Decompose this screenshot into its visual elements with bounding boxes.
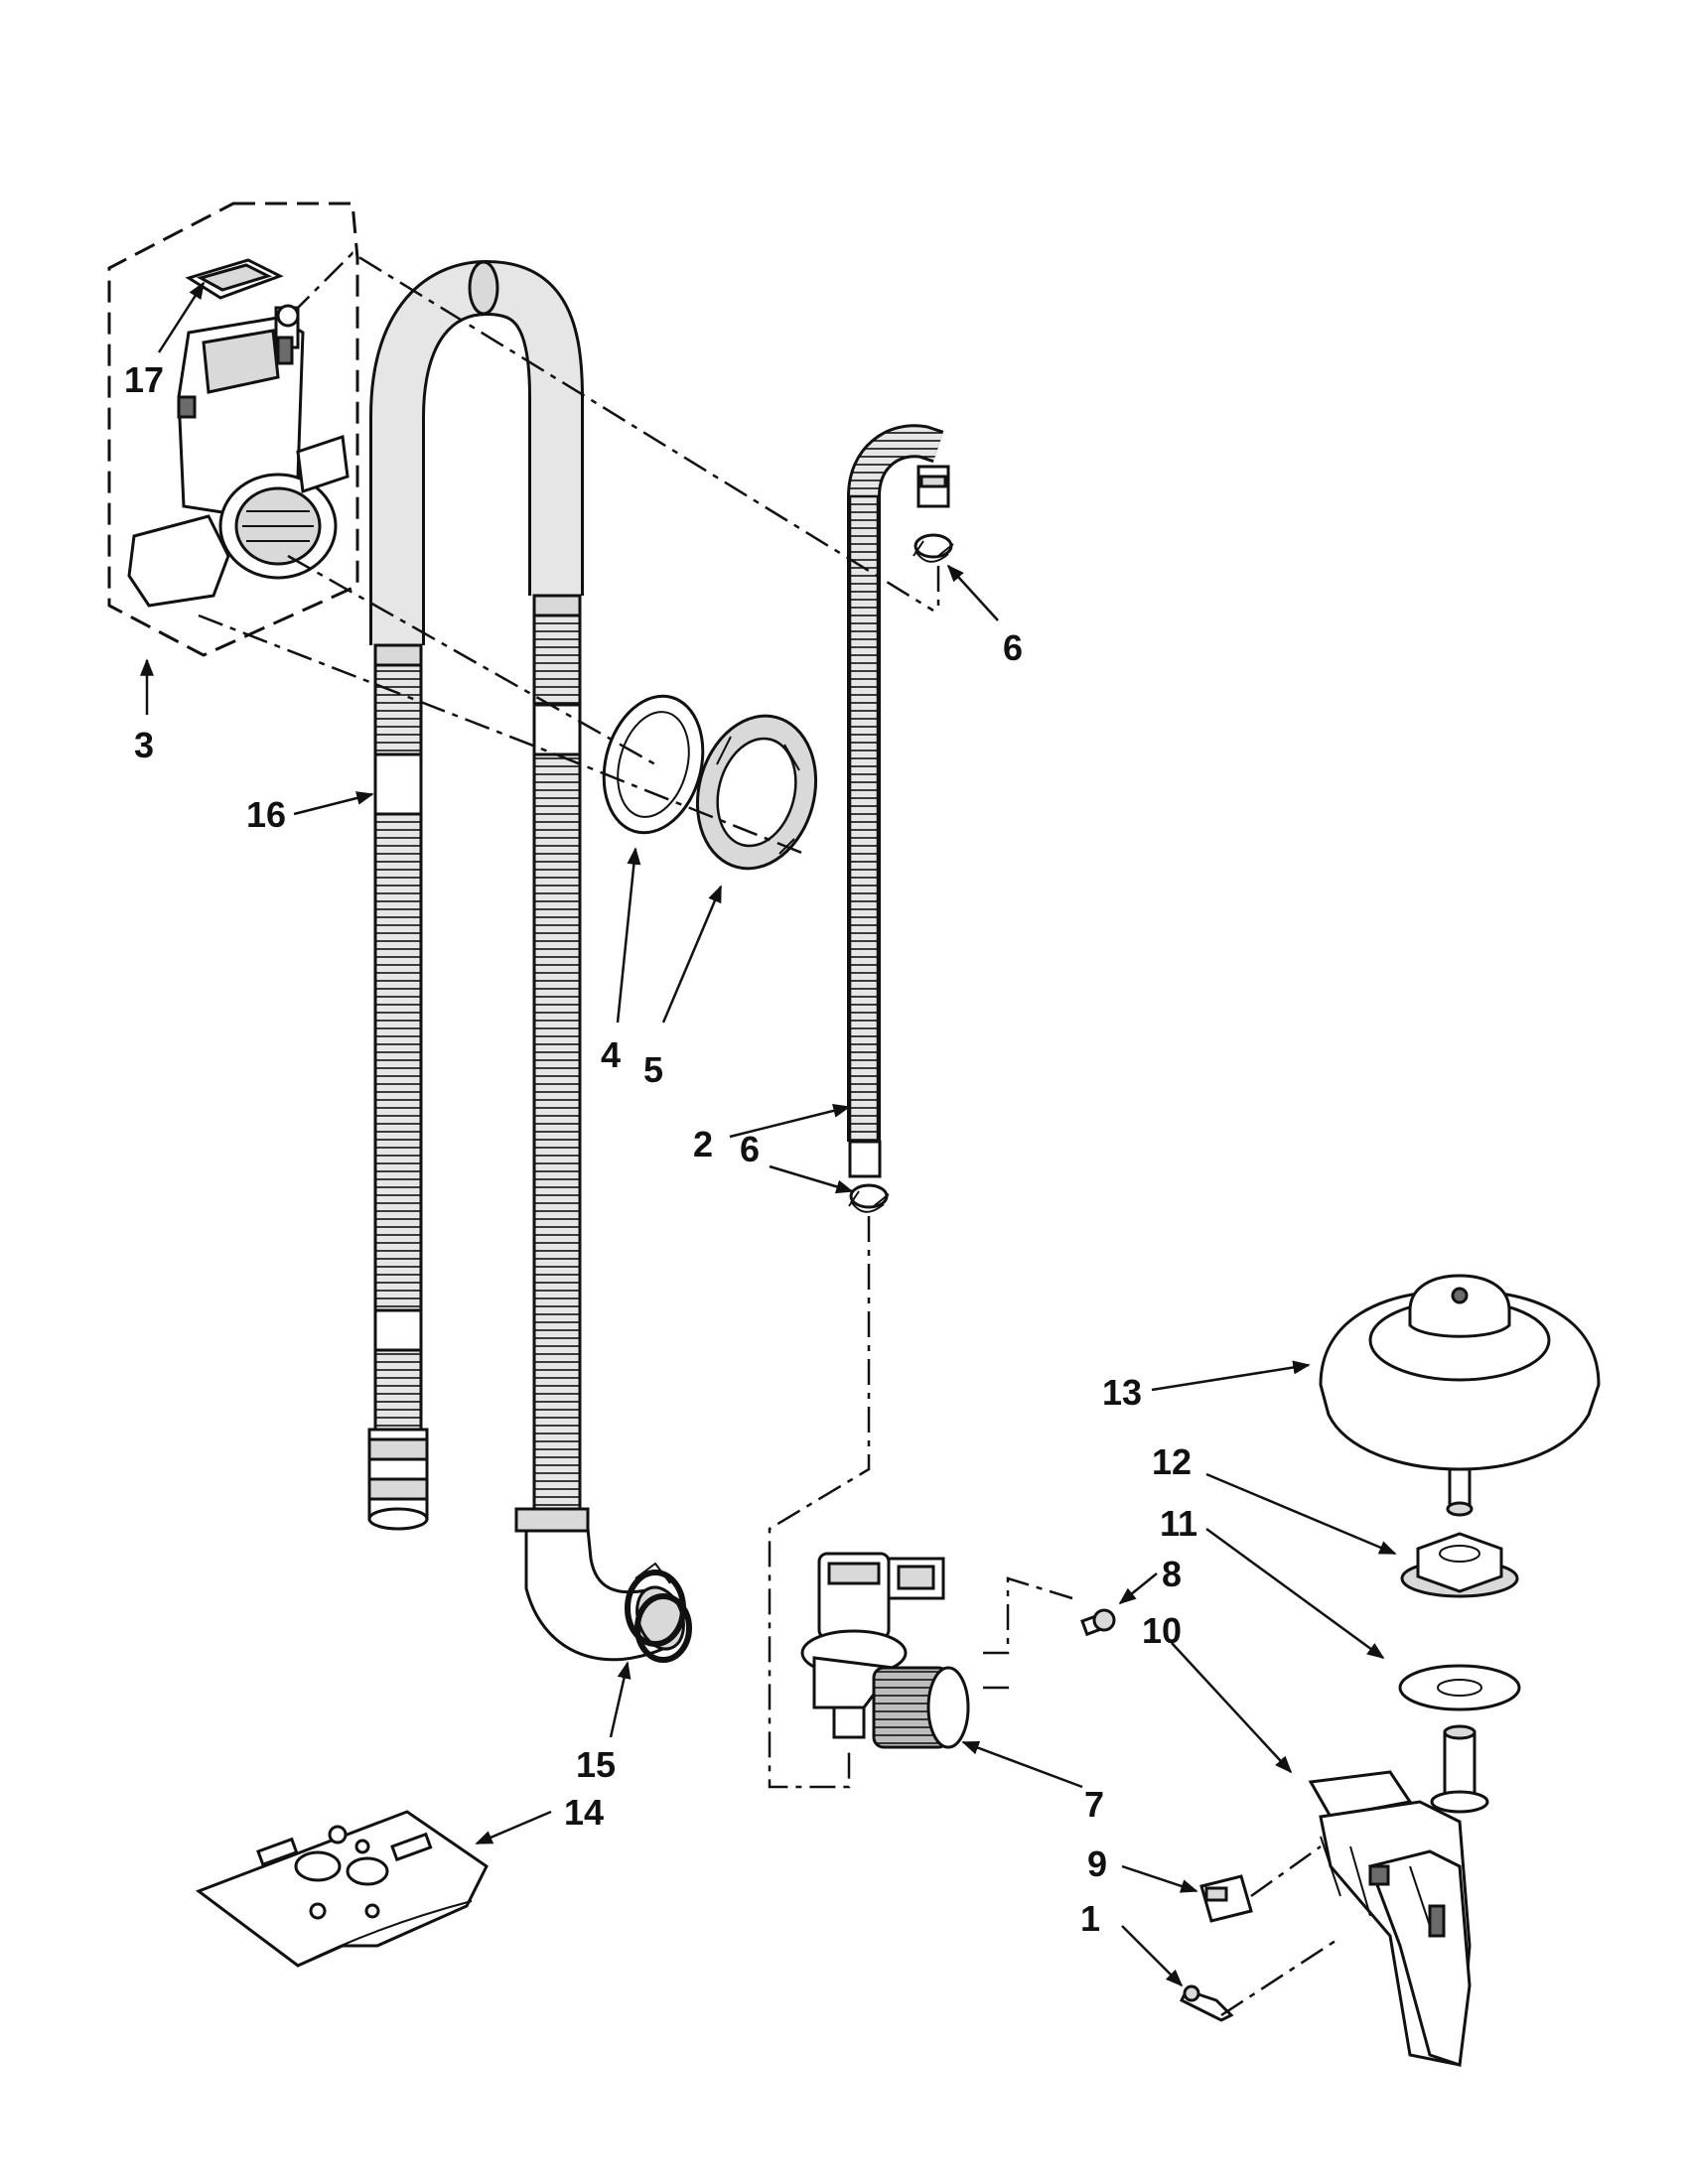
screw-part-8 <box>1080 1608 1116 1637</box>
lid-part-17 <box>185 258 284 300</box>
drain-hose-part-16 <box>367 259 685 1662</box>
leader-1 <box>1121 1925 1184 1987</box>
hardware-kit-part-14 <box>195 1810 489 1968</box>
clamp-part-6-lower <box>848 1183 890 1213</box>
leader-16 <box>293 791 374 816</box>
callout-15: 15 <box>576 1744 616 1785</box>
leader-5 <box>661 885 723 1024</box>
clamp-part-15 <box>625 1562 692 1663</box>
leader-4 <box>616 847 641 1024</box>
callout-1: 1 <box>1080 1898 1100 1939</box>
callout-8: 8 <box>1162 1554 1182 1594</box>
callout-6-lower: 6 <box>740 1129 760 1169</box>
callout-7: 7 <box>1084 1784 1104 1825</box>
leader-13 <box>1151 1360 1311 1392</box>
callout-3: 3 <box>134 725 154 765</box>
hex-nut-part-12 <box>1400 1532 1519 1598</box>
callout-labels: 17 3 16 4 5 6 2 6 13 12 11 8 10 7 9 1 15… <box>124 359 1197 1939</box>
callout-2: 2 <box>693 1124 713 1164</box>
actuator-part-1 <box>1179 1984 1234 2022</box>
vent-assembly-part-3 <box>107 202 359 657</box>
callout-5: 5 <box>643 1049 663 1090</box>
leader-2 <box>729 1104 851 1139</box>
callout-10: 10 <box>1142 1610 1182 1651</box>
washer-part-11 <box>1398 1664 1521 1711</box>
leader-8 <box>1118 1572 1158 1605</box>
callout-13: 13 <box>1102 1372 1142 1413</box>
nut-part-5 <box>695 714 818 871</box>
callout-17: 17 <box>124 359 164 400</box>
leader-10 <box>1171 1642 1293 1774</box>
callout-16: 16 <box>246 794 286 835</box>
leader-7 <box>961 1740 1083 1789</box>
callout-14: 14 <box>564 1792 604 1833</box>
leader-arrows <box>140 281 1397 1987</box>
float-part-13 <box>1319 1274 1601 1517</box>
leader-14 <box>475 1810 552 1845</box>
callout-4: 4 <box>601 1034 621 1075</box>
callout-9: 9 <box>1087 1843 1107 1884</box>
leader-6-lower <box>769 1164 854 1194</box>
switch-part-9 <box>1199 1874 1253 1923</box>
clamp-part-6-upper <box>913 533 954 563</box>
fill-hose-part-2 <box>847 424 950 1178</box>
callout-6-upper: 6 <box>1003 627 1023 668</box>
leader-6-upper <box>946 564 999 621</box>
leader-11 <box>1205 1527 1385 1660</box>
leader-15 <box>609 1661 632 1738</box>
assembly-dashed-box <box>107 202 359 657</box>
float-housing-part-10 <box>1308 1724 1489 2068</box>
leader-12 <box>1205 1472 1397 1556</box>
callout-12: 12 <box>1152 1441 1192 1482</box>
alignment-lines <box>198 251 1336 2017</box>
leader-9 <box>1121 1864 1198 1893</box>
water-valve-part-7 <box>800 1552 970 1749</box>
leader-17 <box>157 281 206 353</box>
callout-11: 11 <box>1160 1503 1197 1544</box>
